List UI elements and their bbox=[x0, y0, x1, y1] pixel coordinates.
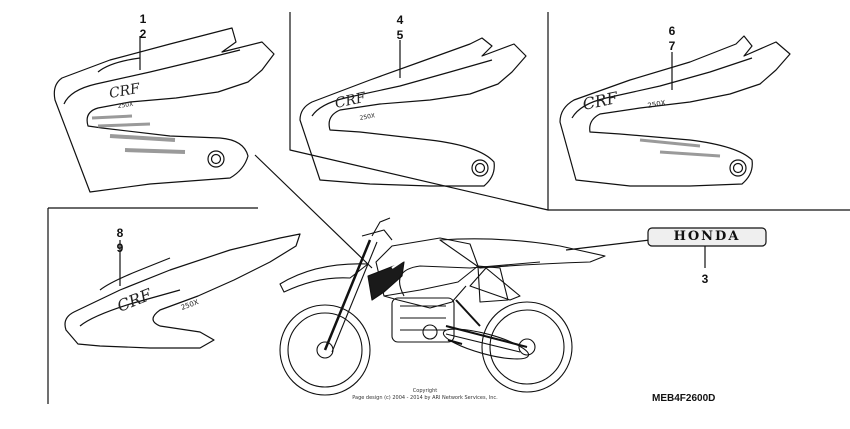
svg-text:250X: 250X bbox=[359, 112, 376, 122]
callout-4: 4 bbox=[396, 13, 404, 27]
svg-text:CRF: CRF bbox=[581, 88, 620, 114]
shroud-decal-1-2: CRF 250X bbox=[53, 27, 275, 193]
svg-text:CRF: CRF bbox=[334, 90, 369, 112]
svg-text:250X: 250X bbox=[117, 101, 133, 110]
copyright-line-1: Copyright bbox=[412, 388, 438, 394]
honda-badge bbox=[647, 227, 767, 247]
honda-badge-text: HONDA bbox=[673, 229, 741, 244]
copyright-notice: Copyright Page design (c) 2004 - 2014 by… bbox=[300, 388, 550, 402]
shroud-decal-6-7: CRF 250X bbox=[559, 35, 791, 187]
callout-7: 7 bbox=[668, 39, 676, 53]
callout-6: 6 bbox=[668, 24, 676, 38]
diagram-code: MEB4F2600D bbox=[652, 393, 716, 404]
callout-3: 3 bbox=[701, 272, 709, 286]
svg-text:250X: 250X bbox=[180, 298, 200, 312]
callout-2: 2 bbox=[139, 27, 147, 41]
callout-8: 8 bbox=[116, 226, 124, 240]
svg-text:250X: 250X bbox=[647, 99, 666, 110]
shroud-decal-8-9: CRF 250X bbox=[64, 233, 301, 349]
svg-text:CRF: CRF bbox=[108, 81, 143, 102]
frame-lines bbox=[47, 12, 850, 404]
callout-1: 1 bbox=[139, 12, 147, 26]
shroud-decal-4-5: CRF 250X bbox=[299, 37, 527, 187]
callout-5: 5 bbox=[396, 28, 404, 42]
callout-9: 9 bbox=[116, 241, 124, 255]
copyright-line-2: Page design (c) 2004 - 2014 by ARI Netwo… bbox=[352, 395, 498, 401]
leader-lines bbox=[254, 154, 706, 269]
motorcycle-illustration bbox=[279, 217, 606, 396]
